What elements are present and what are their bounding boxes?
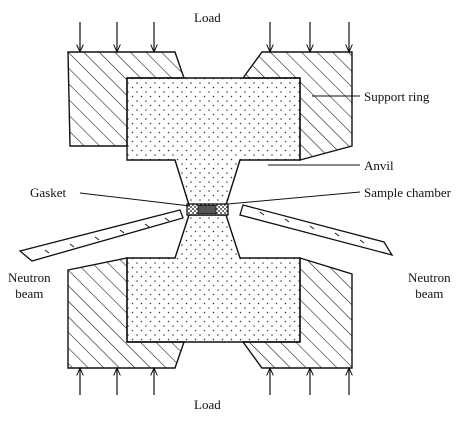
sample-chamber-label: Sample chamber — [364, 185, 451, 200]
neutron-beam-left — [18, 209, 184, 262]
neutron-beam-right — [239, 204, 394, 257]
load-top-label: Load — [194, 10, 221, 25]
load-bottom-label: Load — [194, 397, 221, 412]
neutron-beam-right-marks — [259, 211, 365, 244]
sample-chamber — [197, 205, 217, 214]
bottom-load-arrows — [80, 368, 349, 395]
leader-sample-chamber — [227, 191, 361, 205]
neutron-beam-right-label: Neutron beam — [408, 270, 451, 302]
anvil-label: Anvil — [364, 158, 394, 173]
neutron-beam-left-line1: Neutron — [8, 270, 51, 285]
top-load-arrows — [80, 22, 349, 52]
gasket-label: Gasket — [30, 185, 67, 200]
neutron-beam-left-line2: beam — [15, 286, 44, 301]
leader-lines — [79, 95, 361, 207]
neutron-beam-right-line1: Neutron — [408, 270, 451, 285]
anvil-top — [126, 77, 301, 206]
neutron-beam-left-marks — [44, 217, 170, 254]
neutron-beam-right-line2: beam — [415, 286, 444, 301]
anvil-bottom — [126, 214, 301, 343]
neutron-beam-left-label: Neutron beam — [8, 270, 51, 302]
leader-gasket — [79, 192, 191, 207]
support-ring-label: Support ring — [364, 89, 430, 104]
